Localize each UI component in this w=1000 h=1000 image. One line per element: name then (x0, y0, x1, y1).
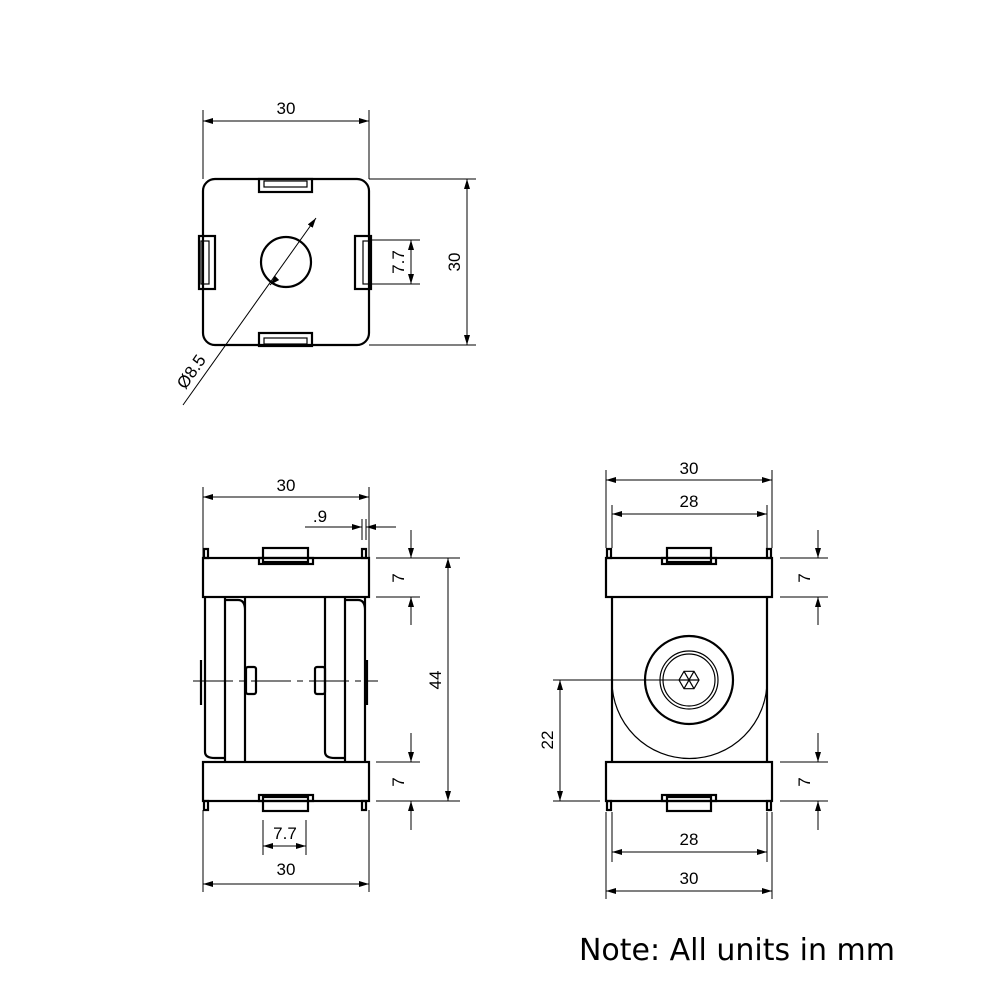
svg-text:28: 28 (680, 492, 699, 511)
svg-text:7: 7 (795, 777, 814, 786)
dimension-top-height: 30 (369, 178, 476, 346)
dimension-pin-offset: .9 (305, 507, 396, 540)
profile-outline (201, 177, 371, 347)
svg-text:22: 22 (538, 731, 557, 750)
svg-text:28: 28 (680, 830, 699, 849)
svg-text:30: 30 (680, 459, 699, 478)
units-note: Note: All units in mm (579, 933, 895, 968)
center-hole (259, 235, 313, 289)
svg-text:7: 7 (389, 777, 408, 786)
dimension-slot-width: 7.7 (371, 239, 420, 285)
dimension-front-width-bottom: 30 (202, 810, 370, 892)
svg-text:.9: .9 (313, 507, 327, 526)
svg-text:30: 30 (445, 253, 464, 272)
top-view: 30 30 7.7 Ø8.5 (173, 99, 476, 406)
svg-text:7: 7 (389, 573, 408, 582)
svg-text:7.7: 7.7 (389, 250, 408, 274)
svg-text:Ø8.5: Ø8.5 (173, 351, 210, 392)
svg-text:30: 30 (680, 869, 699, 888)
svg-text:30: 30 (277, 476, 296, 495)
dimension-side-width: 30 28 (605, 459, 773, 548)
dimension-front-slot: 7.7 (262, 820, 307, 855)
dimension-side-center-height: 22 (538, 680, 600, 802)
dimension-front-width: 30 (202, 476, 370, 558)
svg-text:7: 7 (795, 573, 814, 582)
dimension-top-width: 30 (202, 99, 370, 179)
dimension-front-height: 44 (426, 558, 451, 801)
dimension-side-width-bottom: 28 30 (605, 812, 773, 899)
svg-text:44: 44 (426, 671, 445, 690)
side-view: 30 28 7 7 22 28 30 (538, 459, 828, 899)
dimension-hole-diameter: Ø8.5 (173, 217, 317, 406)
dimension-front-block-top: 7 (376, 530, 460, 625)
svg-text:30: 30 (277, 99, 296, 118)
dimension-front-block-bottom: 7 (376, 733, 460, 830)
svg-text:7.7: 7.7 (273, 824, 297, 843)
slot-tabs (197, 177, 373, 348)
front-view: 30 .9 7 7 44 7.7 (193, 476, 460, 892)
dimension-side-block-top: 7 (780, 530, 828, 625)
dimension-side-block-bottom: 7 (780, 733, 828, 830)
svg-text:30: 30 (277, 860, 296, 879)
